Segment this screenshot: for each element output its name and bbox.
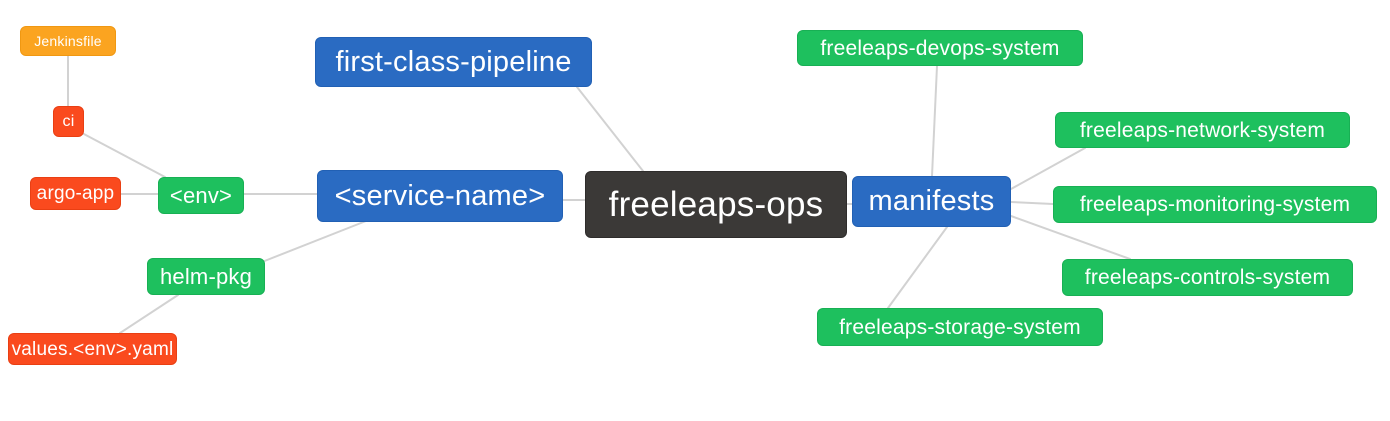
node-helm-pkg[interactable]: helm-pkg [147, 258, 265, 295]
node-freeleaps-storage-system[interactable]: freeleaps-storage-system [817, 308, 1103, 346]
node-freeleaps-network-system[interactable]: freeleaps-network-system [1055, 112, 1350, 148]
node-freeleaps-controls-system[interactable]: freeleaps-controls-system [1062, 259, 1353, 296]
node-jenkinsfile[interactable]: Jenkinsfile [20, 26, 116, 56]
node-ci[interactable]: ci [53, 106, 84, 137]
node-env[interactable]: <env> [158, 177, 244, 214]
node-freeleaps-devops-system[interactable]: freeleaps-devops-system [797, 30, 1083, 66]
node-freeleaps-ops[interactable]: freeleaps-ops [585, 171, 847, 238]
node-values-env-yaml[interactable]: values.<env>.yaml [8, 333, 177, 365]
node-service-name[interactable]: <service-name> [317, 170, 563, 222]
node-freeleaps-monitoring-system[interactable]: freeleaps-monitoring-system [1053, 186, 1377, 223]
node-first-class-pipeline[interactable]: first-class-pipeline [315, 37, 592, 87]
node-argo-app[interactable]: argo-app [30, 177, 121, 210]
node-manifests[interactable]: manifests [852, 176, 1011, 227]
